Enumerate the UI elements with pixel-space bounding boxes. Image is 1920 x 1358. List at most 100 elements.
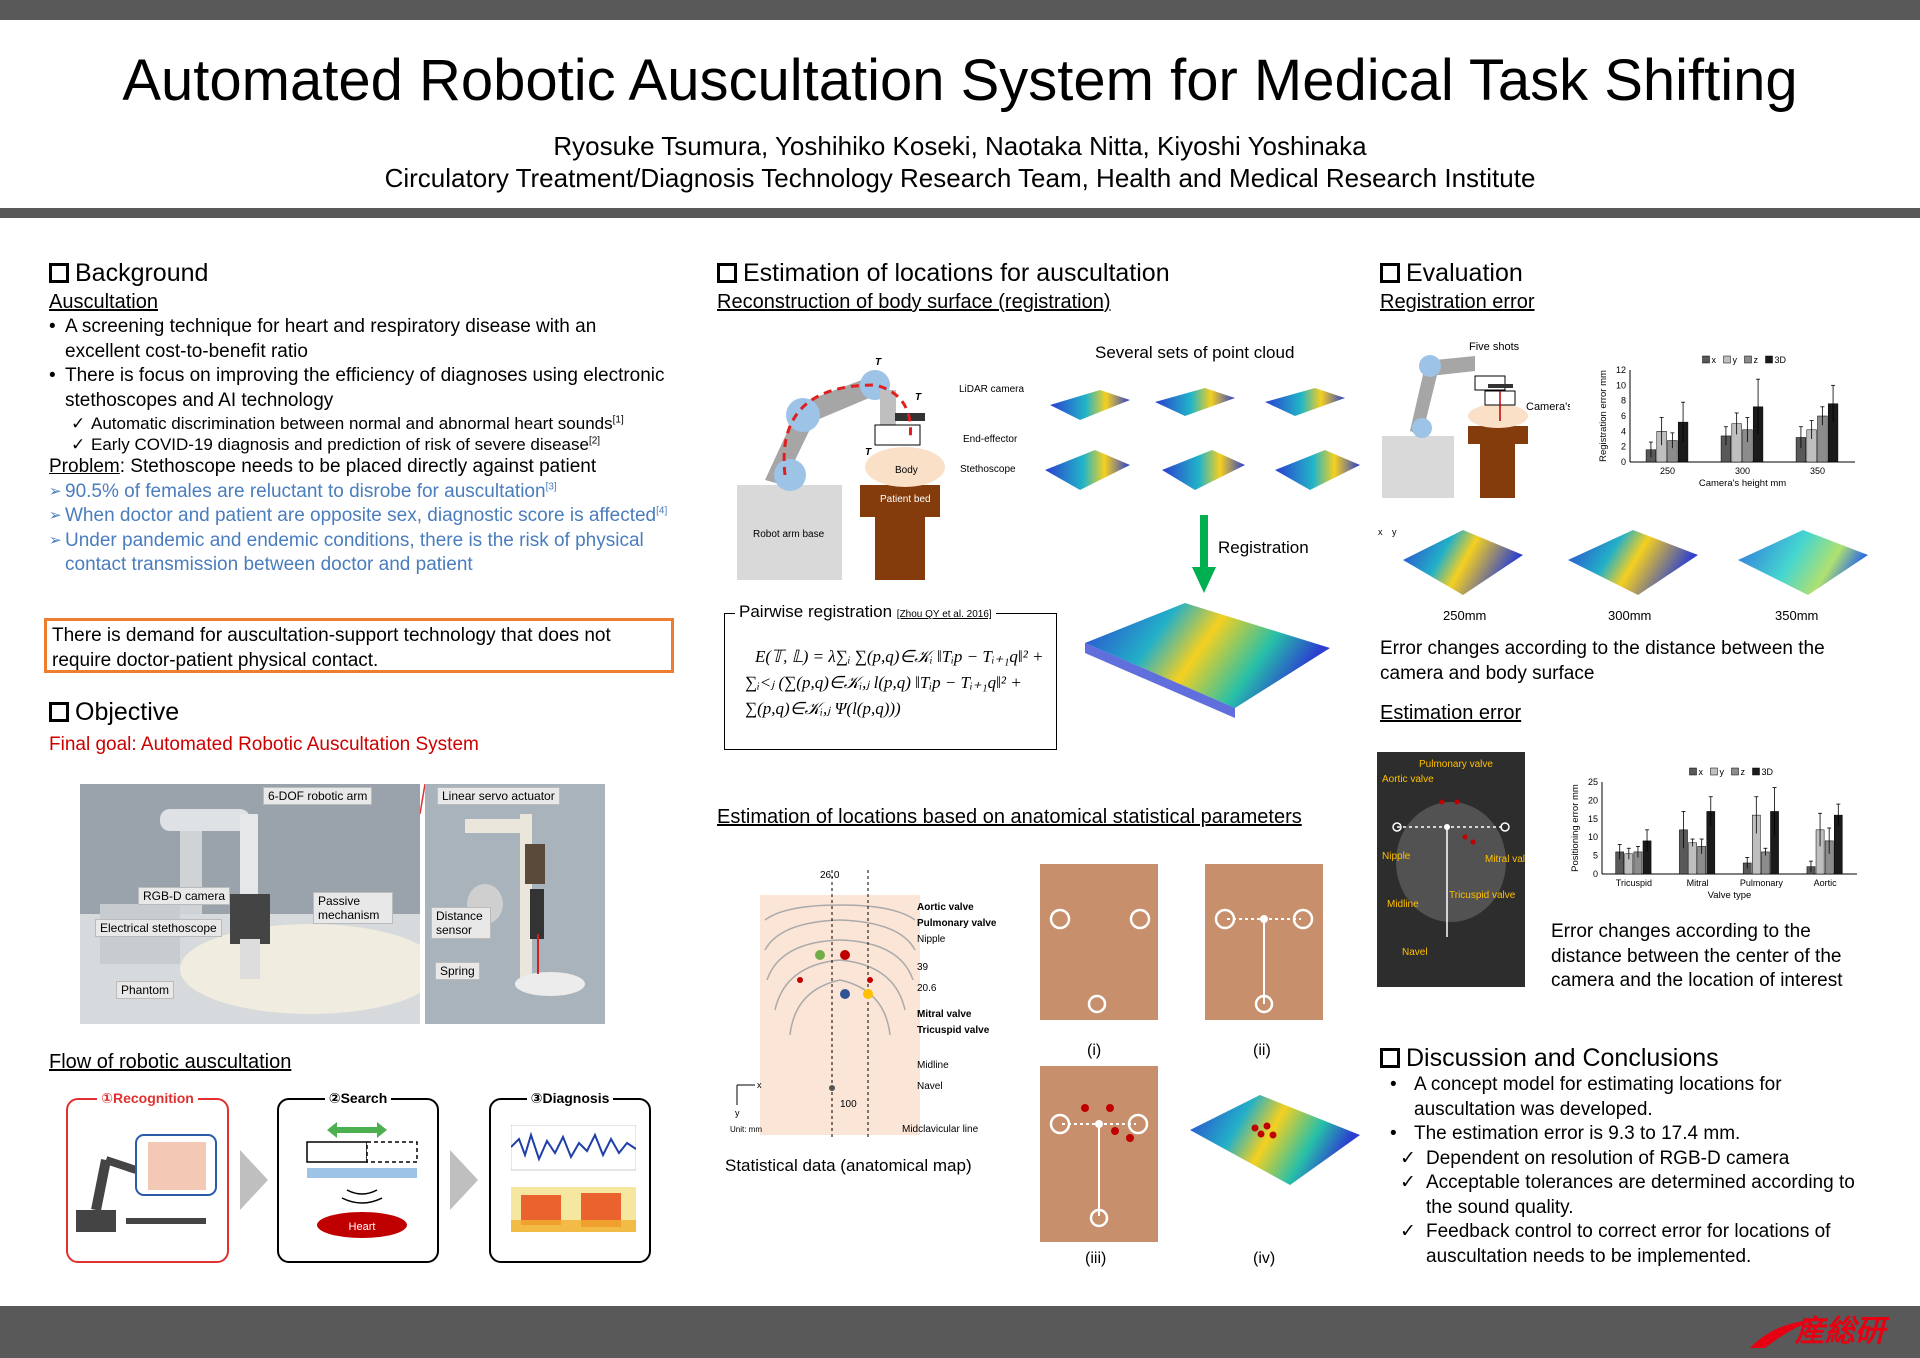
registered-point-cloud [1085, 603, 1330, 718]
problem-line: Problem: Stethoscope needs to be placed … [49, 456, 597, 477]
check-covid: Early COVID-19 diagnosis and prediction … [69, 434, 669, 455]
background-section: Background Auscultation A screening tech… [49, 258, 669, 578]
label-distance: Distance sensor [431, 907, 491, 939]
error-text-1: Error changes according to the distance … [1380, 638, 1825, 684]
axis-x-label: x [757, 1080, 762, 1090]
markers-ii [1214, 908, 1314, 1014]
checkbox-square-icon [1380, 263, 1400, 283]
bullet-focus: There is focus on improving the efficien… [49, 364, 669, 413]
effector-label: End-effector [963, 434, 1018, 445]
estimation-section: Estimation of locations for auscultation… [717, 258, 1357, 314]
check-heart-sounds: Automatic discrimination between normal … [69, 413, 669, 434]
anatomical-map: 26.0 39 20.6 100 Aortic valve Pulmonary … [730, 870, 997, 1138]
point-cloud-title: Several sets of point cloud [1095, 343, 1295, 362]
label-servo: Linear servo actuator [437, 787, 560, 805]
logo-text: 産総研 [1795, 1315, 1885, 1348]
x-tick-label: 250 [1660, 466, 1675, 476]
poster-title: Automated Robotic Auscultation System fo… [122, 48, 1798, 113]
legend-label: x [1712, 355, 1717, 365]
checkbox-square-icon [1380, 1048, 1400, 1068]
label-phantom: Phantom [116, 981, 175, 999]
back-photo-iii [1040, 1066, 1158, 1242]
point-cloud-3 [1265, 388, 1345, 416]
estimation-error-subheading: Estimation error [1380, 702, 1522, 724]
label-arm: 6-DOF robotic arm [263, 787, 373, 805]
problem-point-2: When doctor and patient are opposite sex… [49, 504, 669, 529]
flow-step-diagnosis: ③Diagnosis [489, 1090, 651, 1263]
evaluation-section: Evaluation Registration error [1380, 258, 1880, 314]
y-tick-label: 8 [1621, 396, 1626, 406]
tl-label: T [915, 392, 922, 403]
registration-subheading: Reconstruction of body surface (registra… [717, 291, 1111, 313]
problem-point-3: Under pandemic and endemic conditions, t… [49, 529, 669, 578]
end-effector-photo: Linear servo actuator Distance sensor Sp… [425, 784, 605, 1024]
evaluation-heading: Evaluation [1380, 258, 1880, 288]
navel-label: Navel [917, 1081, 943, 1092]
discussion-bullet-2: The estimation error is 9.3 to 17.4 mm. [1390, 1122, 1880, 1147]
top-bar [0, 0, 1920, 20]
x-tick-label: Aortic [1814, 878, 1838, 888]
equation-line-1: E(𝕋, 𝕃) = λ∑ᵢ ∑(p,q)∈𝒦ᵢ ‖Tᵢp − Tᵢ₊₁q‖² + [755, 647, 1044, 666]
bed-label: Patient bed [880, 494, 931, 505]
point-cloud-6 [1275, 450, 1360, 490]
estimation-heading: Estimation of locations for auscultation [717, 258, 1357, 288]
registration-label: Registration [1218, 538, 1309, 557]
x-tick-label: 300 [1735, 466, 1750, 476]
point-cloud-grid [1045, 388, 1360, 490]
footer-bar [0, 1306, 1920, 1358]
aortic-label: Aortic valve [917, 902, 974, 913]
depth-image-markers: Pulmonary valve Aortic valve Nipple Mitr… [1382, 759, 1536, 958]
dim-100: 100 [840, 1099, 857, 1110]
legend-swatch [1744, 355, 1752, 364]
objective-section: Objective Final goal: Automated Robotic … [49, 697, 669, 758]
y-axis-title: Positioning error mm [1570, 784, 1581, 872]
legend-swatch [1689, 767, 1697, 776]
anatomical-subheading: Estimation of locations based on anatomi… [717, 806, 1302, 828]
checkbox-square-icon [717, 263, 737, 283]
legend-label: z [1741, 767, 1746, 777]
legend-swatch [1710, 767, 1718, 776]
legend-swatch [1731, 767, 1739, 776]
point-cloud-iv [1190, 1095, 1360, 1185]
flow-arrow-1 [240, 1150, 268, 1210]
axis-x-label: x [1378, 527, 1383, 537]
point-cloud-2 [1155, 388, 1235, 416]
waveform-spectrogram [511, 1125, 636, 1232]
y-tick-label: 12 [1616, 365, 1626, 375]
y-tick-label: 4 [1621, 426, 1626, 436]
stat-caption: Statistical data (anatomical map) [725, 1156, 972, 1175]
recognition-illustration [76, 1134, 217, 1232]
unit-label: Unit: mm [730, 1125, 762, 1134]
point-cloud-4 [1045, 450, 1130, 490]
panel-ii-label: (ii) [1253, 1042, 1271, 1059]
equation-line-2: ∑ᵢ<ⱼ (∑(p,q)∈𝒦ᵢ,ⱼ l(p,q) ‖Tᵢp − Tᵢ₊₁q‖² … [745, 673, 1022, 692]
label-stethoscope: Electrical stethoscope [95, 919, 222, 937]
final-goal: Final goal: Automated Robotic Auscultati… [49, 734, 479, 755]
panel-iii-label: (iii) [1085, 1250, 1107, 1267]
discussion-bullet-1: A concept model for estimating locations… [1390, 1073, 1880, 1122]
img-navel: Navel [1402, 947, 1428, 958]
label-camera: RGB-D camera [138, 887, 231, 905]
depth-image: Pulmonary valve Aortic valve Nipple Mitr… [1377, 752, 1536, 987]
authors: Ryosuke Tsumura, Yoshihiko Koseki, Naota… [553, 131, 1367, 161]
x-axis-title: Camera's height mm [1699, 478, 1786, 489]
logo-swoosh-icon [1750, 1320, 1815, 1348]
body-label: Body [895, 465, 918, 476]
discussion-check-3: Feedback control to correct error for lo… [1398, 1220, 1880, 1269]
img-nipple: Nipple [1382, 851, 1411, 862]
point-cloud-5 [1162, 450, 1245, 490]
legend-label: 3D [1775, 355, 1787, 365]
step-2-label: ②Search [324, 1090, 392, 1106]
y-tick-label: 15 [1588, 814, 1598, 824]
equation-line-3: ∑(p,q)∈𝒦ᵢ,ⱼ Ψ(l(p,q))) [745, 699, 901, 718]
img-mitral: Mitral valve [1485, 854, 1525, 865]
pairwise-title: Pairwise registration [Zhou QY et al. 20… [735, 602, 996, 622]
heart-label: Heart [349, 1221, 376, 1233]
legend-swatch [1723, 355, 1731, 364]
registration-arrow [1192, 515, 1216, 593]
pc-label-300: 300mm [1608, 608, 1652, 623]
robot-bed-diagram: T T T LiDAR camera End-effector Stethosc… [737, 357, 1024, 580]
discussion-check-2: Acceptable tolerances are determined acc… [1398, 1171, 1880, 1220]
y-tick-label: 2 [1621, 442, 1626, 452]
dim-20-6: 20.6 [917, 983, 937, 994]
